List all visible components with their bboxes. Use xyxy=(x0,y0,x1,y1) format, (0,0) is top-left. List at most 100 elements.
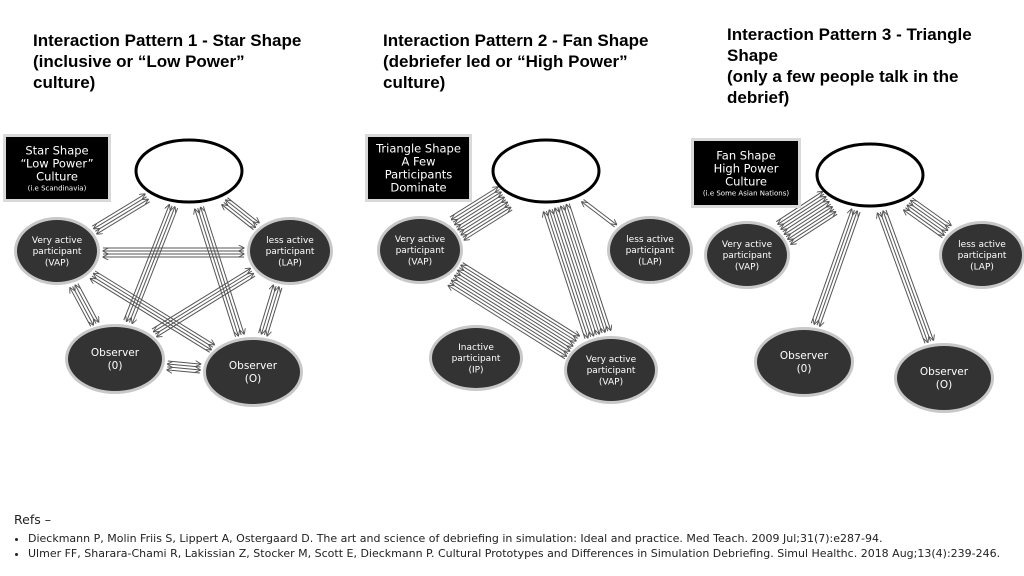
node-ellipse xyxy=(757,330,851,394)
arrow-lap-to-debriefer xyxy=(226,200,258,226)
arrow-lap-to-obs1 xyxy=(154,270,253,332)
arrow-lap-to-obs1 xyxy=(157,275,256,337)
debriefer-ellipse xyxy=(815,142,925,208)
node-obs1: Observer(0) xyxy=(754,327,854,397)
label-line: A Few xyxy=(402,154,436,168)
arrow-vap-to-obs1 xyxy=(77,283,99,323)
arrow-vap-to-debriefer xyxy=(779,197,826,228)
arrow-lap-to-debriefer xyxy=(222,205,254,231)
node-label: Debriefer(s) xyxy=(156,165,222,178)
arrow-debriefer-to-obs2 xyxy=(202,206,244,334)
arrow-obs2-to-lap xyxy=(258,285,274,334)
label-line: Culture xyxy=(36,169,78,183)
arrow-debriefer-to-vap2 xyxy=(551,208,593,336)
label-line: High Power xyxy=(714,161,779,175)
node-ellipse xyxy=(250,220,330,282)
arrow-debriefer-to-vap xyxy=(97,201,150,234)
label-line: Triangle Shape xyxy=(375,141,461,155)
arrow-vap2-to-debriefer xyxy=(555,208,597,336)
label-line: Fan Shape xyxy=(716,148,776,162)
node-label: Debriefer(s) xyxy=(513,165,579,178)
label-line: Dominate xyxy=(390,180,446,194)
node-debriefer: Debriefer(s) xyxy=(491,138,601,204)
node-label: Very active xyxy=(722,240,773,250)
node-ellipse xyxy=(432,328,520,388)
arrow-vap2-to-vap1 xyxy=(448,286,566,360)
arrow-debriefer-to-vap1 xyxy=(461,204,510,235)
ref-item: Dieckmann P, Molin Friis S, Lippert A, O… xyxy=(28,531,1000,546)
arrow-obs2-to-debriefer xyxy=(878,213,926,344)
node-ellipse xyxy=(610,219,690,281)
arrow-lap-to-debriefer xyxy=(911,200,950,229)
arrow-vap2-to-debriefer xyxy=(566,205,609,332)
arrow-vap1-to-debriefer xyxy=(459,202,508,233)
arrow-obs1-to-lap xyxy=(151,268,250,330)
node-label: less active xyxy=(266,236,314,246)
arrow-vap1-to-vap2 xyxy=(462,262,580,336)
arrow-debriefer-to-lap xyxy=(227,197,260,223)
arrow-vap2-to-vap1 xyxy=(455,275,572,350)
arrow-vap-to-obs2 xyxy=(91,275,211,350)
node-ellipse xyxy=(942,224,1022,286)
arrow-vap1-to-vap2 xyxy=(456,272,573,346)
node-label: (VAP) xyxy=(45,258,69,268)
arrow-lap-to-debriefer xyxy=(904,210,943,239)
arrow-vap2-to-debriefer xyxy=(549,210,592,337)
arrow-obs2-to-debriefer xyxy=(883,211,932,342)
arrow-obs2-to-debriefer xyxy=(201,207,242,336)
arrow-vap2-to-debriefer xyxy=(544,212,586,339)
arrow-debriefer-to-obs2 xyxy=(885,209,933,340)
arrow-debriefer-to-obs2 xyxy=(197,208,239,336)
arrow-vap-to-debriefer xyxy=(95,199,148,232)
label-line: Participants xyxy=(385,167,453,181)
node-ellipse xyxy=(17,220,97,282)
node-ellipse xyxy=(897,346,991,410)
arrow-debriefer-to-vap2 xyxy=(568,203,611,331)
label-line: Star Shape xyxy=(25,143,88,157)
node-label: (LAP) xyxy=(970,262,994,272)
debriefer-ellipse xyxy=(491,138,601,204)
node-label: (0) xyxy=(108,360,123,372)
arrow-obs2-to-vap xyxy=(90,279,210,353)
arrow-obs2-to-lap xyxy=(263,287,279,336)
arrow-debriefer-to-vap1 xyxy=(458,199,507,230)
node-label: participant xyxy=(723,251,772,261)
arrow-debriefer-to-vap2 xyxy=(557,207,600,334)
arrow-debriefer-to-vap2 xyxy=(545,210,587,338)
arrow-debriefer-to-vap xyxy=(94,196,147,229)
debriefer-ellipse xyxy=(134,138,244,204)
panel-1-title: Interaction Pattern 1 - Star Shape (incl… xyxy=(33,31,302,92)
node-ellipse xyxy=(68,327,162,391)
labels-layer: Star Shape“Low Power”Culture(i.e Scandin… xyxy=(3,134,801,208)
arrow-vap-to-debriefer xyxy=(785,207,832,238)
arrow-debriefer-to-vap xyxy=(791,213,838,244)
panel-3-title: Interaction Pattern 3 - Triangle Shape (… xyxy=(727,25,972,107)
arrow-vap-to-debriefer xyxy=(789,212,835,243)
arrow-obs1-to-debriefer xyxy=(816,211,857,326)
arrow-debriefer-to-obs1 xyxy=(132,207,179,324)
arrow-debriefer-to-vap1 xyxy=(452,189,500,220)
arrow-vap2-to-vap1 xyxy=(461,265,578,339)
node-label: Observer xyxy=(920,366,969,378)
node-label: participant xyxy=(958,251,1007,261)
label-note: (i.e Some Asian Nations) xyxy=(703,189,789,197)
node-obs2: Observer(O) xyxy=(203,337,303,407)
arrow-lap-to-obs2 xyxy=(267,287,283,336)
node-label: Very active xyxy=(32,236,83,246)
arrow-obs2-to-obs1 xyxy=(168,364,201,368)
arrow-debriefer-to-vap2 xyxy=(563,205,606,332)
arrow-obs1-to-debriefer xyxy=(128,207,175,323)
node-label: (VAP) xyxy=(735,262,759,272)
arrow-obs2-to-debriefer xyxy=(195,209,236,337)
arrow-debriefer-to-vap1 xyxy=(464,209,513,240)
arrow-vap2-to-vap1 xyxy=(452,280,569,355)
node-ellipse xyxy=(380,219,460,281)
arrow-debriefer-to-vap1 xyxy=(455,194,503,225)
node-label: Very active xyxy=(395,235,446,245)
